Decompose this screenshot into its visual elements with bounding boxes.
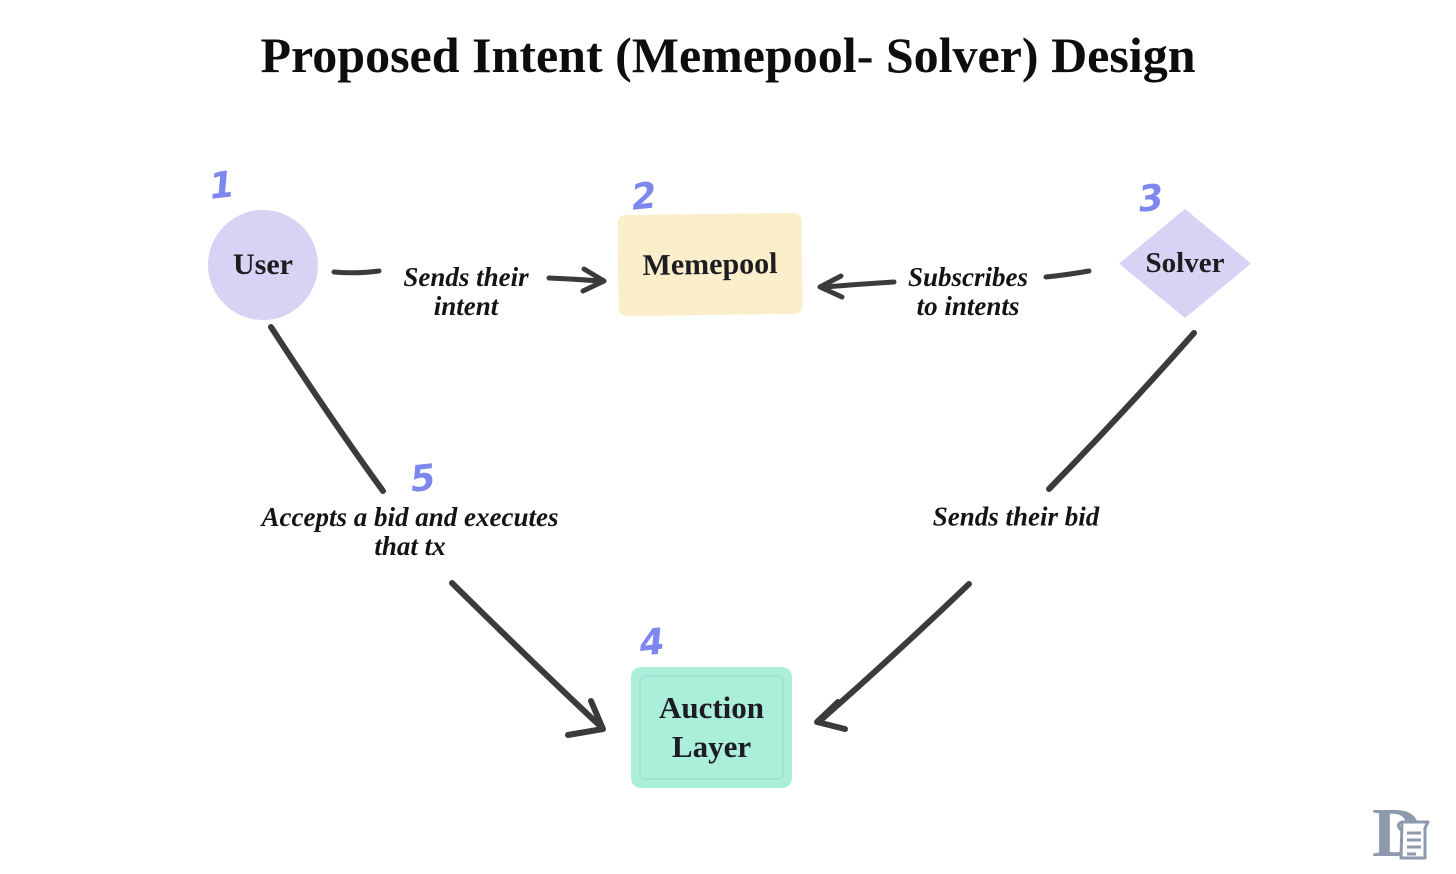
step-number-5: 5 xyxy=(408,457,438,501)
brand-logo: D xyxy=(1372,795,1430,870)
node-user-label: User xyxy=(233,248,293,281)
node-solver-label: Solver xyxy=(1145,247,1225,279)
node-memepool-label: Memepool xyxy=(642,246,778,282)
node-auction-layer: Auction Layer xyxy=(631,667,792,788)
auction-inner-sketch-border xyxy=(639,675,784,780)
edge-solver-bid-line xyxy=(1046,330,1197,492)
step-number-3: 3 xyxy=(1136,177,1166,221)
edge-label-subscribes: Subscribes to intents xyxy=(907,261,1029,321)
edge-user-accepts-line xyxy=(268,324,386,494)
edge-intent-memepool-line xyxy=(546,275,603,284)
node-memepool: Memepool xyxy=(617,212,803,317)
edge-accepts-auction-line xyxy=(449,580,601,727)
edge-solver-subscribes-dash xyxy=(1043,268,1092,280)
node-user: User xyxy=(208,210,318,320)
edge-accepts-auction-arrowhead xyxy=(565,698,606,738)
edge-label-sends-bid: Sends their bid xyxy=(932,501,1100,532)
logo-scroll-icon xyxy=(1396,820,1430,860)
page-title: Proposed Intent (Memepool- Solver) Desig… xyxy=(260,27,1196,83)
edge-bid-auction-arrowhead xyxy=(814,699,848,732)
edge-subscribes-memepool-arrowhead xyxy=(817,273,845,300)
step-number-1: 1 xyxy=(207,164,237,208)
step-number-2: 2 xyxy=(629,175,659,219)
node-auction-layer-label: Auction Layer xyxy=(658,689,765,764)
edge-bid-auction-line xyxy=(819,581,972,722)
edge-intent-memepool-arrowhead xyxy=(580,266,607,294)
edge-label-sends-intent: Sends their intent xyxy=(403,261,529,321)
edge-subscribes-memepool-line xyxy=(822,279,897,290)
edge-label-accepts-bid: Accepts a bid and executes that tx xyxy=(261,501,559,561)
step-number-4: 4 xyxy=(637,621,667,665)
edge-user-intent-dash xyxy=(331,268,382,276)
